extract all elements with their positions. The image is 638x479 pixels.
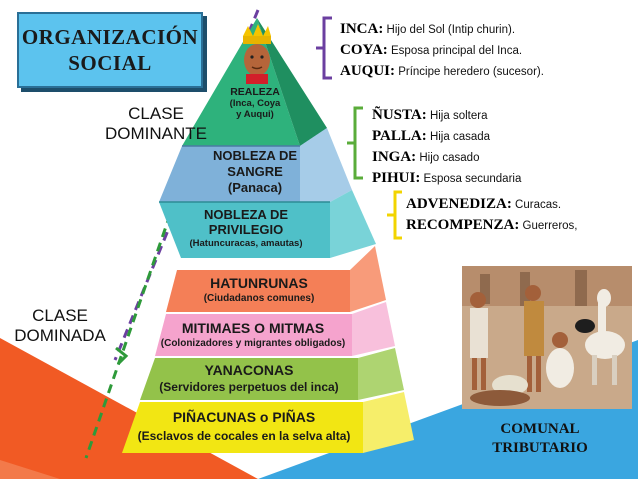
- definition-item: ADVENEDIZA: Curacas.: [406, 196, 562, 212]
- definitions-privilegio: ADVENEDIZA: Curacas. RECOMPENZA: Guerrer…: [406, 194, 578, 236]
- level-hatunrunas: HATUNRUNAS (Ciudadanos comunes): [203, 275, 315, 304]
- definition-item: INCA: Hijo del Sol (Intip churin).: [340, 21, 516, 37]
- dashed-guide-green: [84, 185, 182, 459]
- bracket-privilegio: [393, 190, 402, 240]
- pyramid-realeza-front: [182, 18, 300, 146]
- comunal-tributario-label: COMUNAL TRIBUTARIO: [492, 421, 588, 456]
- background-accent: [0, 460, 60, 479]
- definitions-sangre: ÑUSTA: Hija soltera PALLA: Hija casada I…: [372, 105, 521, 189]
- pyramid-pinacunas-side: [363, 392, 414, 453]
- inca-portrait-icon: [243, 24, 271, 84]
- pyramid-mitimaes-front: [155, 314, 352, 356]
- title-line2: SOCIAL: [68, 51, 152, 75]
- pyramid-hatunrunas-front: [166, 270, 350, 312]
- pyramid-yanaconas-side: [358, 348, 404, 400]
- definition-item: ÑUSTA: Hija soltera: [372, 107, 488, 123]
- level-mitimaes: MITIMAES O MITMAS (Colonizadores y migra…: [160, 320, 346, 349]
- level-nobleza-sangre: NOBLEZA DE SANGRE (Panaca): [212, 148, 298, 195]
- level-pinacunas: PIÑACUNAS o PIÑAS (Esclavos de cocales e…: [137, 409, 351, 443]
- definitions-realeza: INCA: Hijo del Sol (Intip churin). COYA:…: [340, 19, 544, 82]
- pyramid-hatunrunas-side: [350, 246, 386, 312]
- pyramid-sangre-side: [300, 128, 352, 202]
- pyramid-yanaconas-front: [140, 358, 358, 400]
- level-nobleza-privilegio: NOBLEZA DE PRIVILEGIO (Hatuncuracas, ama…: [189, 207, 303, 249]
- bracket-realeza: [322, 16, 332, 80]
- definition-item: AUQUI: Príncipe heredero (sucesor).: [340, 63, 544, 79]
- level-yanaconas: YANACONAS (Servidores perpetuos del inca…: [159, 362, 339, 394]
- pyramid-pinacunas-front: [122, 402, 363, 453]
- market-scene-illustration: [462, 266, 632, 409]
- pyramid-privilegio-side: [330, 190, 376, 258]
- clase-dominante-label: CLASE DOMINANTE: [105, 104, 207, 143]
- pyramid-privilegio-front: [159, 202, 330, 258]
- title-box: ORGANIZACIÓN SOCIAL: [17, 12, 203, 88]
- title-line1: ORGANIZACIÓN: [21, 25, 199, 49]
- pyramid-mitimaes-side: [352, 302, 395, 356]
- bracket-sangre: [353, 106, 363, 180]
- definition-item: PALLA: Hija casada: [372, 128, 491, 144]
- definition-item: COYA: Esposa principal del Inca.: [340, 42, 523, 58]
- dashed-guide-arrow: [115, 346, 129, 366]
- pyramid-realeza-side: [257, 18, 327, 146]
- definition-item: RECOMPENZA: Guerreros,: [406, 217, 578, 233]
- definition-item: PIHUI: Esposa secundaria: [372, 170, 522, 186]
- definition-item: INGA: Hijo casado: [372, 149, 480, 165]
- level-realeza: REALEZA (Inca, Coya y Auqui): [229, 86, 281, 120]
- clase-dominada-label: CLASE DOMINADA: [14, 306, 106, 345]
